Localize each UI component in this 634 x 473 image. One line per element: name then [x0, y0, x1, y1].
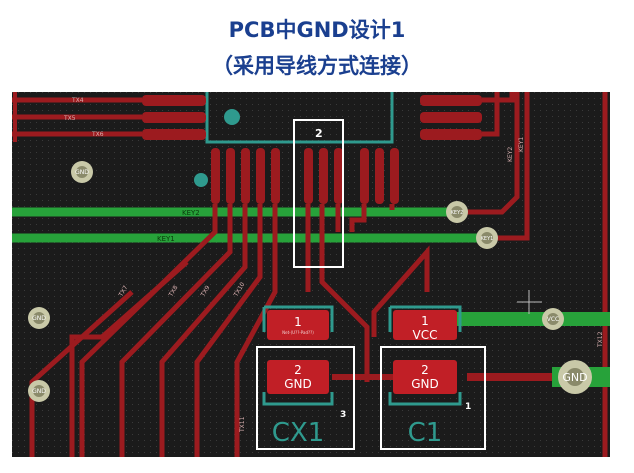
cx1-pin2-label: 2: [294, 363, 302, 377]
net-label-tx5: TX5: [63, 115, 76, 122]
net-label-key2-vertical: KEY2: [507, 147, 514, 162]
c1-pin1-label: 1: [421, 314, 429, 328]
highlight-label-cx1: 3: [340, 410, 346, 420]
tx-diagonal-traces: [29, 204, 395, 457]
key-green-traces: [12, 207, 487, 243]
left-via-1-label: GND: [75, 169, 89, 176]
highlight-label-c1: 1: [465, 402, 471, 412]
left-via-3: [28, 380, 50, 402]
c1-pin2-net: GND: [411, 377, 439, 391]
via-key1-label: KEY1: [481, 236, 494, 242]
tx-top-traces: [12, 92, 515, 137]
cx1-reference: CX1: [272, 418, 325, 448]
c1-footprint: [388, 305, 462, 406]
cx1-pin2-net: GND: [284, 377, 312, 391]
c1-pin1-net: VCC: [413, 328, 438, 342]
via-key2: [446, 201, 468, 223]
page-subtitle: （采用导线方式连接）: [212, 54, 422, 78]
left-via-3-label: GND: [32, 388, 46, 395]
net-label-key2: KEY2: [182, 209, 200, 217]
net-label-tx4: TX4: [71, 97, 84, 104]
cx1-pin1-net: Net-(U??-Pad??): [282, 330, 314, 335]
highlight-box-cx1: [256, 346, 355, 450]
via-vcc: [542, 308, 564, 330]
cx1-pin1-label: 1: [294, 315, 302, 329]
vcc-trace: [371, 245, 430, 337]
via-gnd: [558, 360, 592, 394]
net-label-tx12: TX12: [597, 331, 604, 348]
key-red-traces: [457, 92, 530, 241]
highlight-label-ic-pin: 2: [315, 127, 323, 140]
left-via-1: [71, 161, 93, 183]
vcc-green-trace: [442, 312, 610, 326]
net-label-key1: KEY1: [157, 235, 175, 243]
net-label-tx11: TX11: [239, 416, 246, 433]
top-left-resistors: [142, 95, 206, 140]
left-via-2-label: GND: [32, 315, 46, 322]
via-vcc-label: VCC: [547, 316, 559, 323]
page-title: PCB中GND设计1: [228, 18, 406, 42]
cx1-footprint: [262, 305, 334, 406]
via-key1: [476, 227, 498, 249]
ic-outline: [205, 92, 394, 144]
via-key2-label: KEY2: [451, 210, 464, 216]
ic-teal-dot: [194, 173, 208, 187]
left-via-2: [28, 307, 50, 329]
c1-pin2-label: 2: [421, 363, 429, 377]
pcb-board: TX4 TX5 TX6 KEY2 KEY1 KEY2 KEY1: [12, 92, 610, 457]
via-gnd-label: GND: [562, 371, 587, 384]
c1-reference: C1: [408, 418, 443, 448]
ic-pins: [211, 148, 399, 204]
highlight-box-ic-pin: [293, 119, 344, 268]
net-label-tx6: TX6: [91, 131, 104, 138]
crosshair-icon: [517, 290, 542, 314]
net-label-key1-vertical: KEY1: [518, 137, 525, 152]
top-right-resistors: [420, 95, 482, 140]
ic-pin1-mark: [224, 109, 240, 125]
highlight-box-c1: [380, 346, 486, 450]
